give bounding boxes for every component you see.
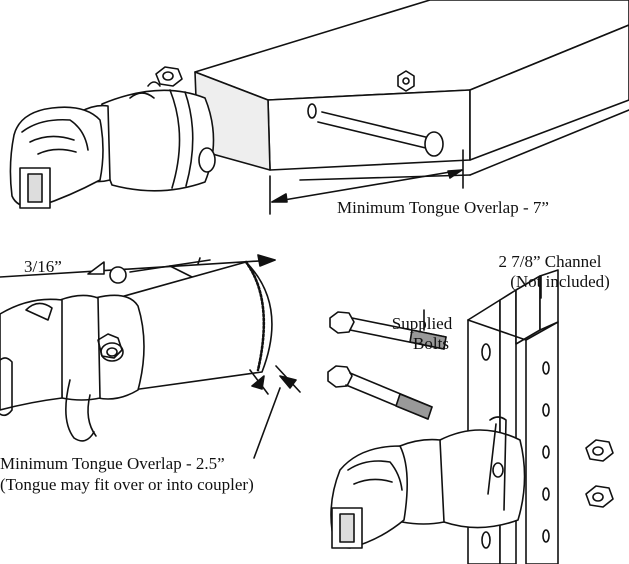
channel-coupler bbox=[330, 416, 526, 549]
channel-leaders bbox=[423, 275, 542, 331]
top-overlap-dimension bbox=[269, 149, 464, 215]
overlap-7-label: Minimum Tongue Overlap - 7” bbox=[337, 198, 549, 217]
top-cross-bolt bbox=[307, 70, 444, 157]
middle-coupler bbox=[0, 294, 145, 442]
channel-size-label: 2 7/8” Channel bbox=[498, 252, 602, 271]
overlap-2-5-label: Minimum Tongue Overlap - 2.5” bbox=[0, 454, 225, 473]
weld-symbol bbox=[0, 254, 276, 284]
weld-size-label: 3/16” bbox=[24, 257, 62, 276]
middle-overlap-dimension bbox=[249, 365, 301, 459]
channel-note-label: (Not included) bbox=[510, 272, 610, 291]
round-tongue bbox=[109, 260, 273, 393]
supplied-label: Supplied bbox=[391, 314, 453, 333]
channel-figure bbox=[327, 269, 614, 564]
bolts-label: Bolts bbox=[413, 334, 449, 353]
supplied-bolts bbox=[327, 311, 447, 420]
middle-figure bbox=[0, 254, 301, 459]
square-tongue bbox=[194, 0, 629, 181]
channel-loose-nuts bbox=[585, 439, 614, 508]
top-coupler bbox=[9, 81, 216, 209]
top-figure bbox=[9, 0, 629, 215]
top-loose-nut bbox=[155, 66, 183, 87]
tongue-note-label: (Tongue may fit over or into coupler) bbox=[0, 475, 254, 494]
